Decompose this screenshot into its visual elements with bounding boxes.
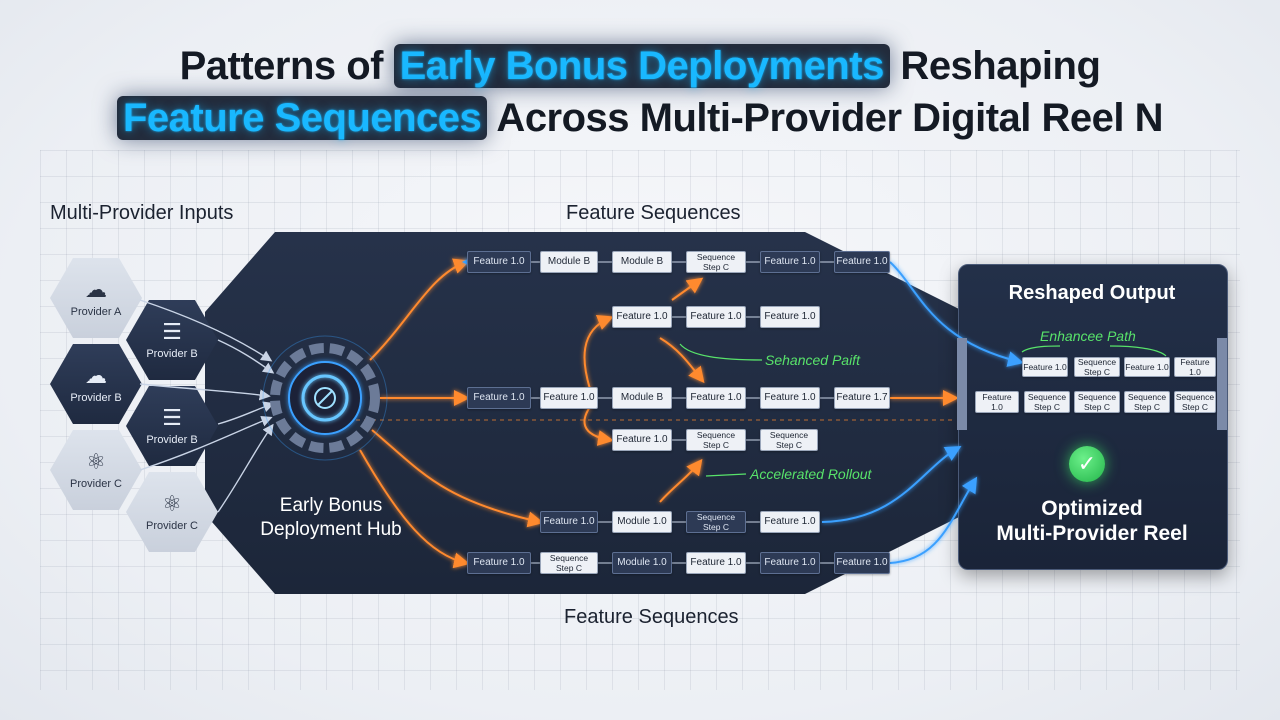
feature-node: Feature 1.0 [834, 251, 890, 273]
provider-hex-2: ☰ Provider B [126, 300, 218, 380]
provider-label: Provider C [146, 520, 198, 532]
sequences-label-bottom: Feature Sequences [564, 606, 739, 628]
path-label-accelerated: Accelerated Rollout [750, 466, 872, 482]
feature-node: Feature 1.0 [834, 552, 890, 574]
output-node: Sequence Step C [1074, 391, 1120, 413]
feature-node: Feature 1.0 [760, 387, 820, 409]
output-node: Feature 1.0 [975, 391, 1019, 413]
feature-node: Module 1.0 [612, 552, 672, 574]
feature-node: Feature 1.0 [760, 306, 820, 328]
feature-node: Feature 1.0 [612, 306, 672, 328]
hub-label: Early Bonus Deployment Hub [260, 495, 402, 540]
path-label-enhance: Enhancee Path [1040, 328, 1136, 344]
feature-node: Sequence Step C [686, 511, 746, 533]
network-icon: ⚛ [162, 491, 182, 516]
feature-node: Feature 1.7 [834, 387, 890, 409]
provider-hex-1: ☁ Provider A [50, 258, 142, 338]
feature-node: Feature 1.0 [686, 552, 746, 574]
output-node: Sequence Step C [1074, 357, 1120, 377]
page-title-line-2: Feature Sequences Across Multi-Provider … [0, 96, 1280, 141]
output-node: Feature 1.0 [1174, 357, 1216, 377]
feature-node: Feature 1.0 [467, 387, 531, 409]
page-title-line-1: Patterns of Early Bonus Deployments Resh… [179, 44, 1101, 88]
check-icon: ✓ [1069, 446, 1105, 482]
output-node: Sequence Step C [1174, 391, 1216, 413]
provider-label: Provider B [146, 348, 198, 360]
path-label-sehanced: Sehanced Paift [765, 352, 860, 368]
feature-node: Feature 1.0 [760, 511, 820, 533]
title-highlight-2: Feature Sequences [116, 96, 488, 140]
feature-node: Module 1.0 [612, 511, 672, 533]
output-title: Reshaped Output [1008, 282, 1176, 304]
provider-label: Provider B [70, 392, 122, 404]
output-node: Sequence Step C [1124, 391, 1170, 413]
network-icon: ⚛ [86, 449, 106, 474]
server-icon: ☰ [162, 405, 182, 430]
feature-node: Feature 1.0 [760, 552, 820, 574]
feature-node: Sequence Step C [760, 429, 818, 451]
provider-label: Provider B [146, 434, 198, 446]
output-panel [958, 264, 1228, 570]
feature-node: Feature 1.0 [760, 251, 820, 273]
feature-node: Feature 1.0 [467, 251, 531, 273]
feature-node: Sequence Step C [540, 552, 598, 574]
feature-node: Module B [612, 387, 672, 409]
feature-node: Feature 1.0 [540, 511, 598, 533]
provider-label: Provider C [70, 478, 122, 490]
feature-node: Feature 1.0 [686, 306, 746, 328]
output-node: Sequence Step C [1024, 391, 1070, 413]
title-highlight-1: Early Bonus Deployments [393, 44, 890, 88]
feature-node: Module B [612, 251, 672, 273]
cloud-icon: ☁ [85, 277, 107, 302]
feature-node: Feature 1.0 [467, 552, 531, 574]
inputs-label: Multi-Provider Inputs [50, 202, 234, 224]
output-footer: Optimized Multi-Provider Reel [996, 497, 1188, 545]
server-icon: ☰ [162, 319, 182, 344]
feature-node: Feature 1.0 [686, 387, 746, 409]
cloud-icon: ☁ [85, 363, 107, 388]
feature-node: Module B [540, 251, 598, 273]
provider-hex-3: ☁ Provider B [50, 344, 142, 424]
sequences-label-top: Feature Sequences [566, 202, 741, 224]
hub-gear-icon [262, 335, 388, 461]
provider-label: Provider A [70, 306, 122, 318]
feature-node: Feature 1.0 [612, 429, 672, 451]
provider-hex-5: ⚛ Provider C [50, 430, 142, 510]
feature-node: Sequence Step C [686, 429, 746, 451]
output-node: Feature 1.0 [1124, 357, 1170, 377]
provider-hex-4: ☰ Provider B [126, 386, 218, 466]
feature-node: Sequence Step C [686, 251, 746, 273]
feature-node: Feature 1.0 [540, 387, 598, 409]
output-node: Feature 1.0 [1022, 357, 1068, 377]
